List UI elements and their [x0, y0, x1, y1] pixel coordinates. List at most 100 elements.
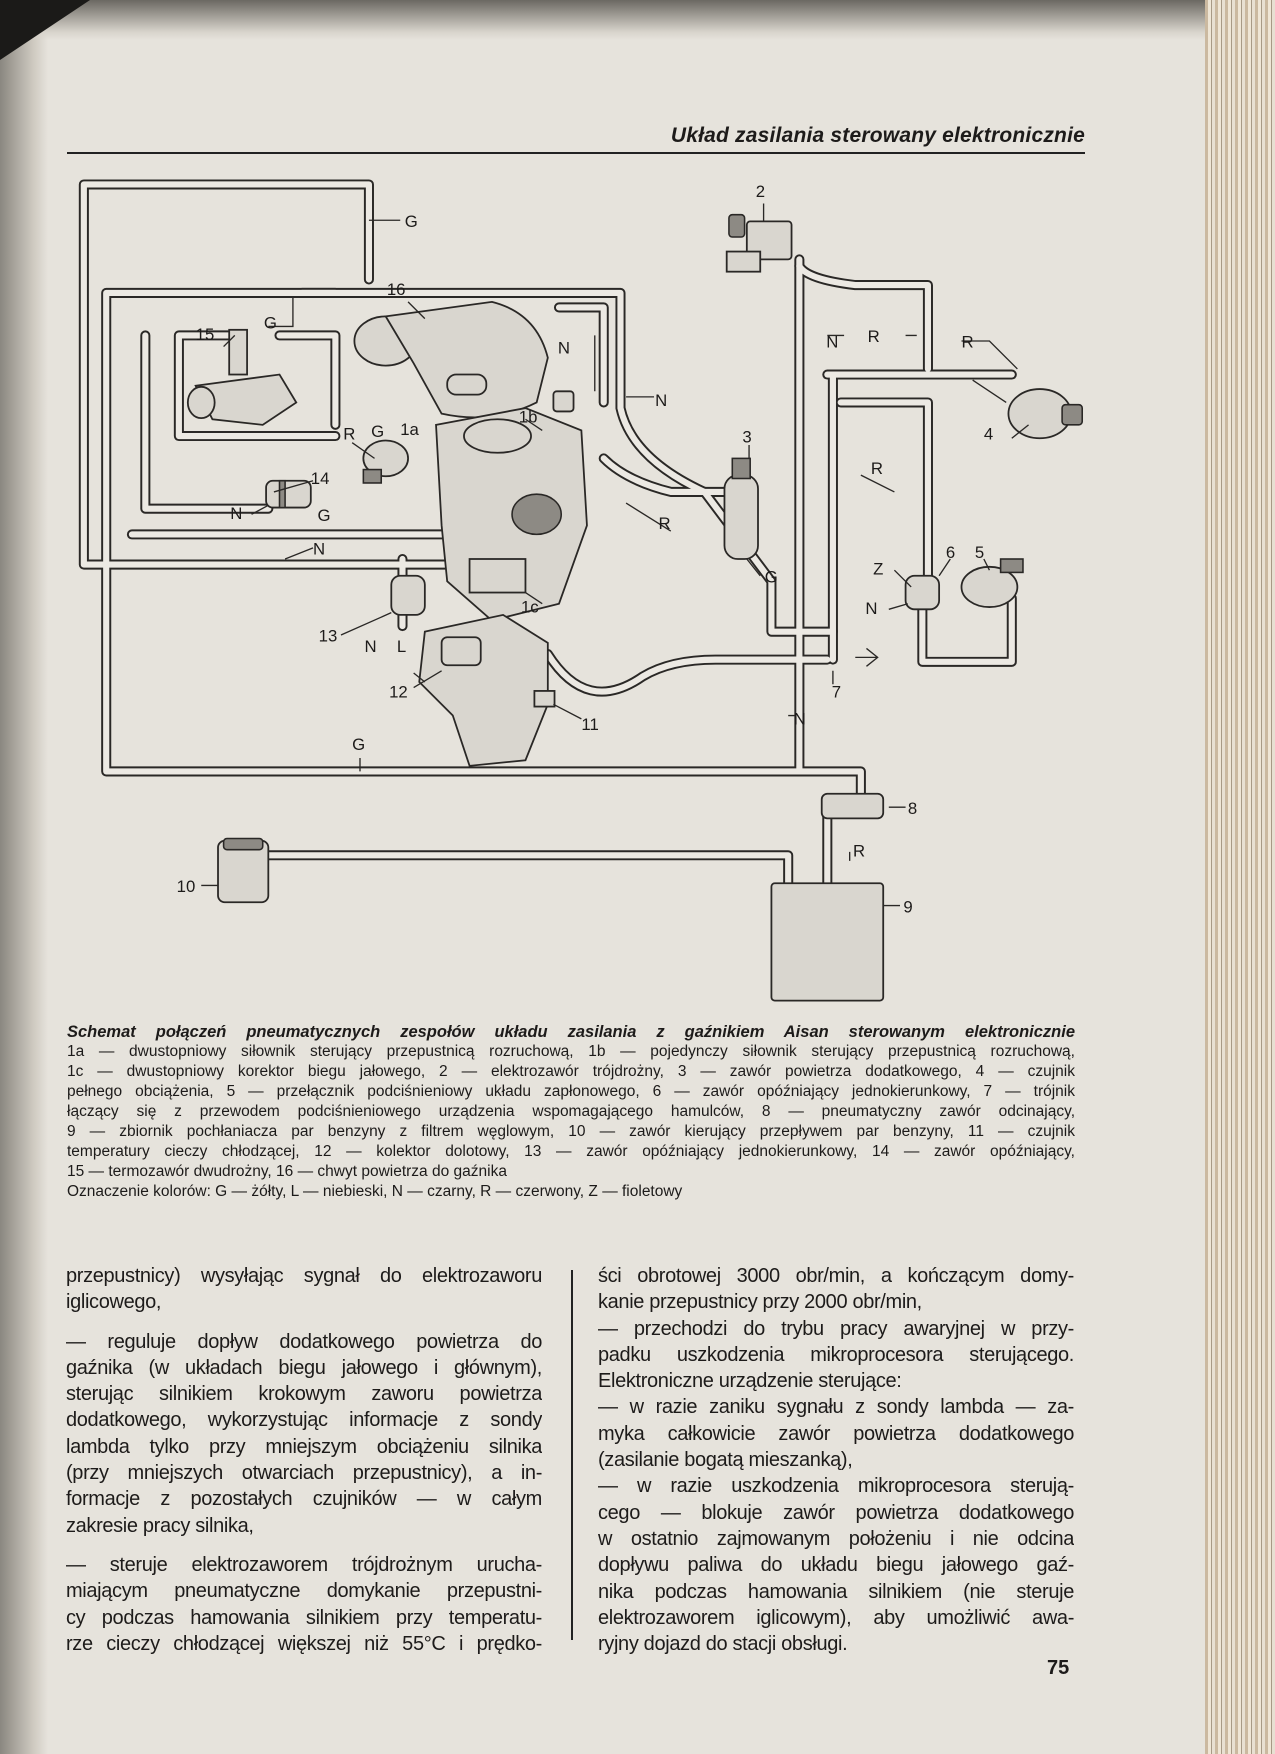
body-line: (przy mniejszych otwarciach przepustnicy…	[66, 1462, 542, 1485]
label: 1c	[521, 598, 539, 617]
label: G	[264, 314, 277, 333]
component-2-solenoid-valve	[725, 213, 793, 273]
label: 13	[319, 627, 338, 646]
caption-line: 1c — dwustopniowy korektor biegu jałoweg…	[67, 1063, 1075, 1080]
body-line: iglicowego,	[66, 1291, 162, 1314]
body-line: padku uszkodzenia mikroprocesora sterują…	[598, 1343, 1074, 1366]
body-line: rze cieczy chłodzącej większej niż 55°C …	[66, 1632, 542, 1655]
label: G	[765, 567, 778, 586]
caption-color-legend: Oznaczenie kolorów: G — żółty, L — niebi…	[67, 1183, 683, 1200]
component-carburetor	[362, 390, 588, 622]
label: G	[318, 506, 331, 525]
label: G	[371, 422, 384, 441]
body-line: formacje z pozostałych czujników — w cał…	[66, 1488, 542, 1511]
caption-line: 1a — dwustopniowy siłownik sterujący prz…	[67, 1043, 1075, 1060]
body-line: dopływu paliwa do układu biegu jałowego …	[598, 1554, 1074, 1577]
hoses	[78, 179, 1017, 889]
body-line: (zasilanie bogatą mieszanką),	[598, 1449, 853, 1472]
label: R	[961, 333, 973, 352]
page-number: 75	[1047, 1657, 1070, 1679]
label: N	[826, 333, 838, 352]
label: 3	[742, 428, 751, 447]
chapter-title: Układ zasilania sterowany elektronicznie	[670, 124, 1085, 147]
label: 11	[581, 715, 598, 734]
label: 9	[903, 897, 912, 916]
component-10-vapor-valve	[217, 837, 270, 904]
label: G	[352, 735, 365, 754]
component-9-canister	[770, 882, 885, 1002]
label: N	[230, 504, 242, 523]
body-line: — przechodzi do trybu pracy awaryjnej w …	[598, 1317, 1074, 1340]
caption-line: pełnego obciążenia, 5 — przełącznik podc…	[67, 1083, 1075, 1100]
label: N	[558, 338, 570, 357]
label: 2	[756, 182, 765, 201]
body-line: — w razie zaniku sygnału z sondy lambda …	[598, 1396, 1074, 1419]
body-column-right: ści obrotowej 3000 obr/min, a kończącym …	[598, 1263, 1074, 1657]
body-line: dodatkowego, wykorzystując informacje z …	[66, 1409, 542, 1432]
component-12-intake-manifold	[418, 613, 556, 767]
label: N	[313, 540, 325, 559]
label: R	[871, 459, 883, 478]
body-line: cy podczas hamowania silnikiem przy temp…	[66, 1606, 542, 1629]
component-3-aux-air-valve	[723, 457, 759, 560]
caption-line: łączący się z przewodem podciśnieniowego…	[67, 1103, 1075, 1120]
body-line: w ostatnio zajmowanym położeniu i nie od…	[598, 1527, 1074, 1550]
label: R	[853, 841, 865, 860]
component-6-check-valve	[904, 574, 941, 611]
body-line: przepustnicy) wysyłając sygnał do elektr…	[66, 1265, 542, 1287]
leader-lines	[201, 203, 1029, 907]
label: 5	[975, 543, 984, 562]
label: 12	[389, 683, 408, 702]
label: 15	[196, 325, 215, 344]
label: 1a	[400, 420, 419, 439]
body-line: myka całkowicie zawór powietrza dodatkow…	[598, 1422, 1074, 1445]
component-4-full-load-sensor	[1007, 388, 1084, 440]
body-line: miającym pneumatyczne domykanie przepust…	[66, 1580, 542, 1603]
figure-caption: Schemat połączeń pneumatycznych zespołów…	[67, 1022, 1075, 1202]
label: 1b	[519, 408, 538, 427]
body-line: — reguluje dopływ dodatkowego powietrza …	[66, 1330, 542, 1353]
body-line: Elektroniczne urządzenie sterujące:	[598, 1370, 902, 1393]
label: 14	[311, 469, 330, 488]
body-line: gaźnika (w układach biegu jałowego i głó…	[66, 1356, 542, 1379]
label: L	[397, 637, 406, 656]
label: N	[655, 391, 667, 410]
label: R	[659, 514, 671, 533]
body-line: elektrozaworem iglicowym), aby umożliwić…	[598, 1606, 1074, 1629]
label: G	[405, 212, 418, 231]
component-14-delay-valve	[265, 479, 312, 509]
running-header: Układ zasilania sterowany elektronicznie	[67, 118, 1085, 154]
label: 7	[832, 683, 841, 702]
label: 16	[387, 280, 406, 299]
scan-shadow-left	[0, 0, 48, 1754]
body-line: nika podczas hamowania silnikiem (nie st…	[598, 1580, 1074, 1603]
label: 6	[946, 543, 955, 562]
body-line: kanie przepustnicy przy 2000 obr/min,	[598, 1291, 922, 1314]
caption-line: 9 — zbiornik pochłaniacza par benzyny z …	[67, 1123, 1075, 1140]
component-7-tee	[855, 647, 879, 667]
caption-title: Schemat połączeń pneumatycznych zespołów…	[67, 1023, 1075, 1041]
diagram-labels: G 2 16 15 G N N R R N 4 R G 1a 1b 3 R 14…	[177, 182, 994, 917]
body-line: cego — blokuje zawór powietrza dodatkowe…	[598, 1501, 1074, 1524]
component-16-air-intake	[353, 300, 549, 419]
column-divider	[571, 1270, 573, 1640]
label: N	[865, 599, 877, 618]
book-page-edges	[1205, 0, 1275, 1754]
component-15-thermo-valve	[186, 328, 298, 426]
pneumatic-diagram: .hose-o{fill:none;stroke:#2a2826;stroke-…	[78, 179, 1084, 1002]
body-line: — steruje elektrozaworem trójdrożnym uru…	[66, 1553, 542, 1576]
body-line: — w razie uszkodzenia mikroprocesora ste…	[598, 1475, 1074, 1498]
scan-shadow-top	[0, 0, 1275, 40]
label: N	[364, 637, 376, 656]
body-line: ści obrotowej 3000 obr/min, a kończącym …	[598, 1265, 1074, 1287]
body-column-left: przepustnicy) wysyłając sygnał do elektr…	[66, 1263, 542, 1657]
label: 10	[177, 877, 196, 896]
component-8-shutoff-valve	[820, 792, 885, 820]
body-line: zakresie pracy silnika,	[66, 1514, 254, 1537]
label: Z	[873, 560, 883, 579]
body-line: lambda tylko przy mniejszym obciążeniu s…	[66, 1435, 542, 1458]
label: 8	[908, 799, 917, 818]
component-13-check-valve	[390, 574, 426, 616]
caption-line: 15 — termozawór dwudrożny, 16 — chwyt po…	[67, 1163, 507, 1180]
label: R	[868, 327, 880, 346]
